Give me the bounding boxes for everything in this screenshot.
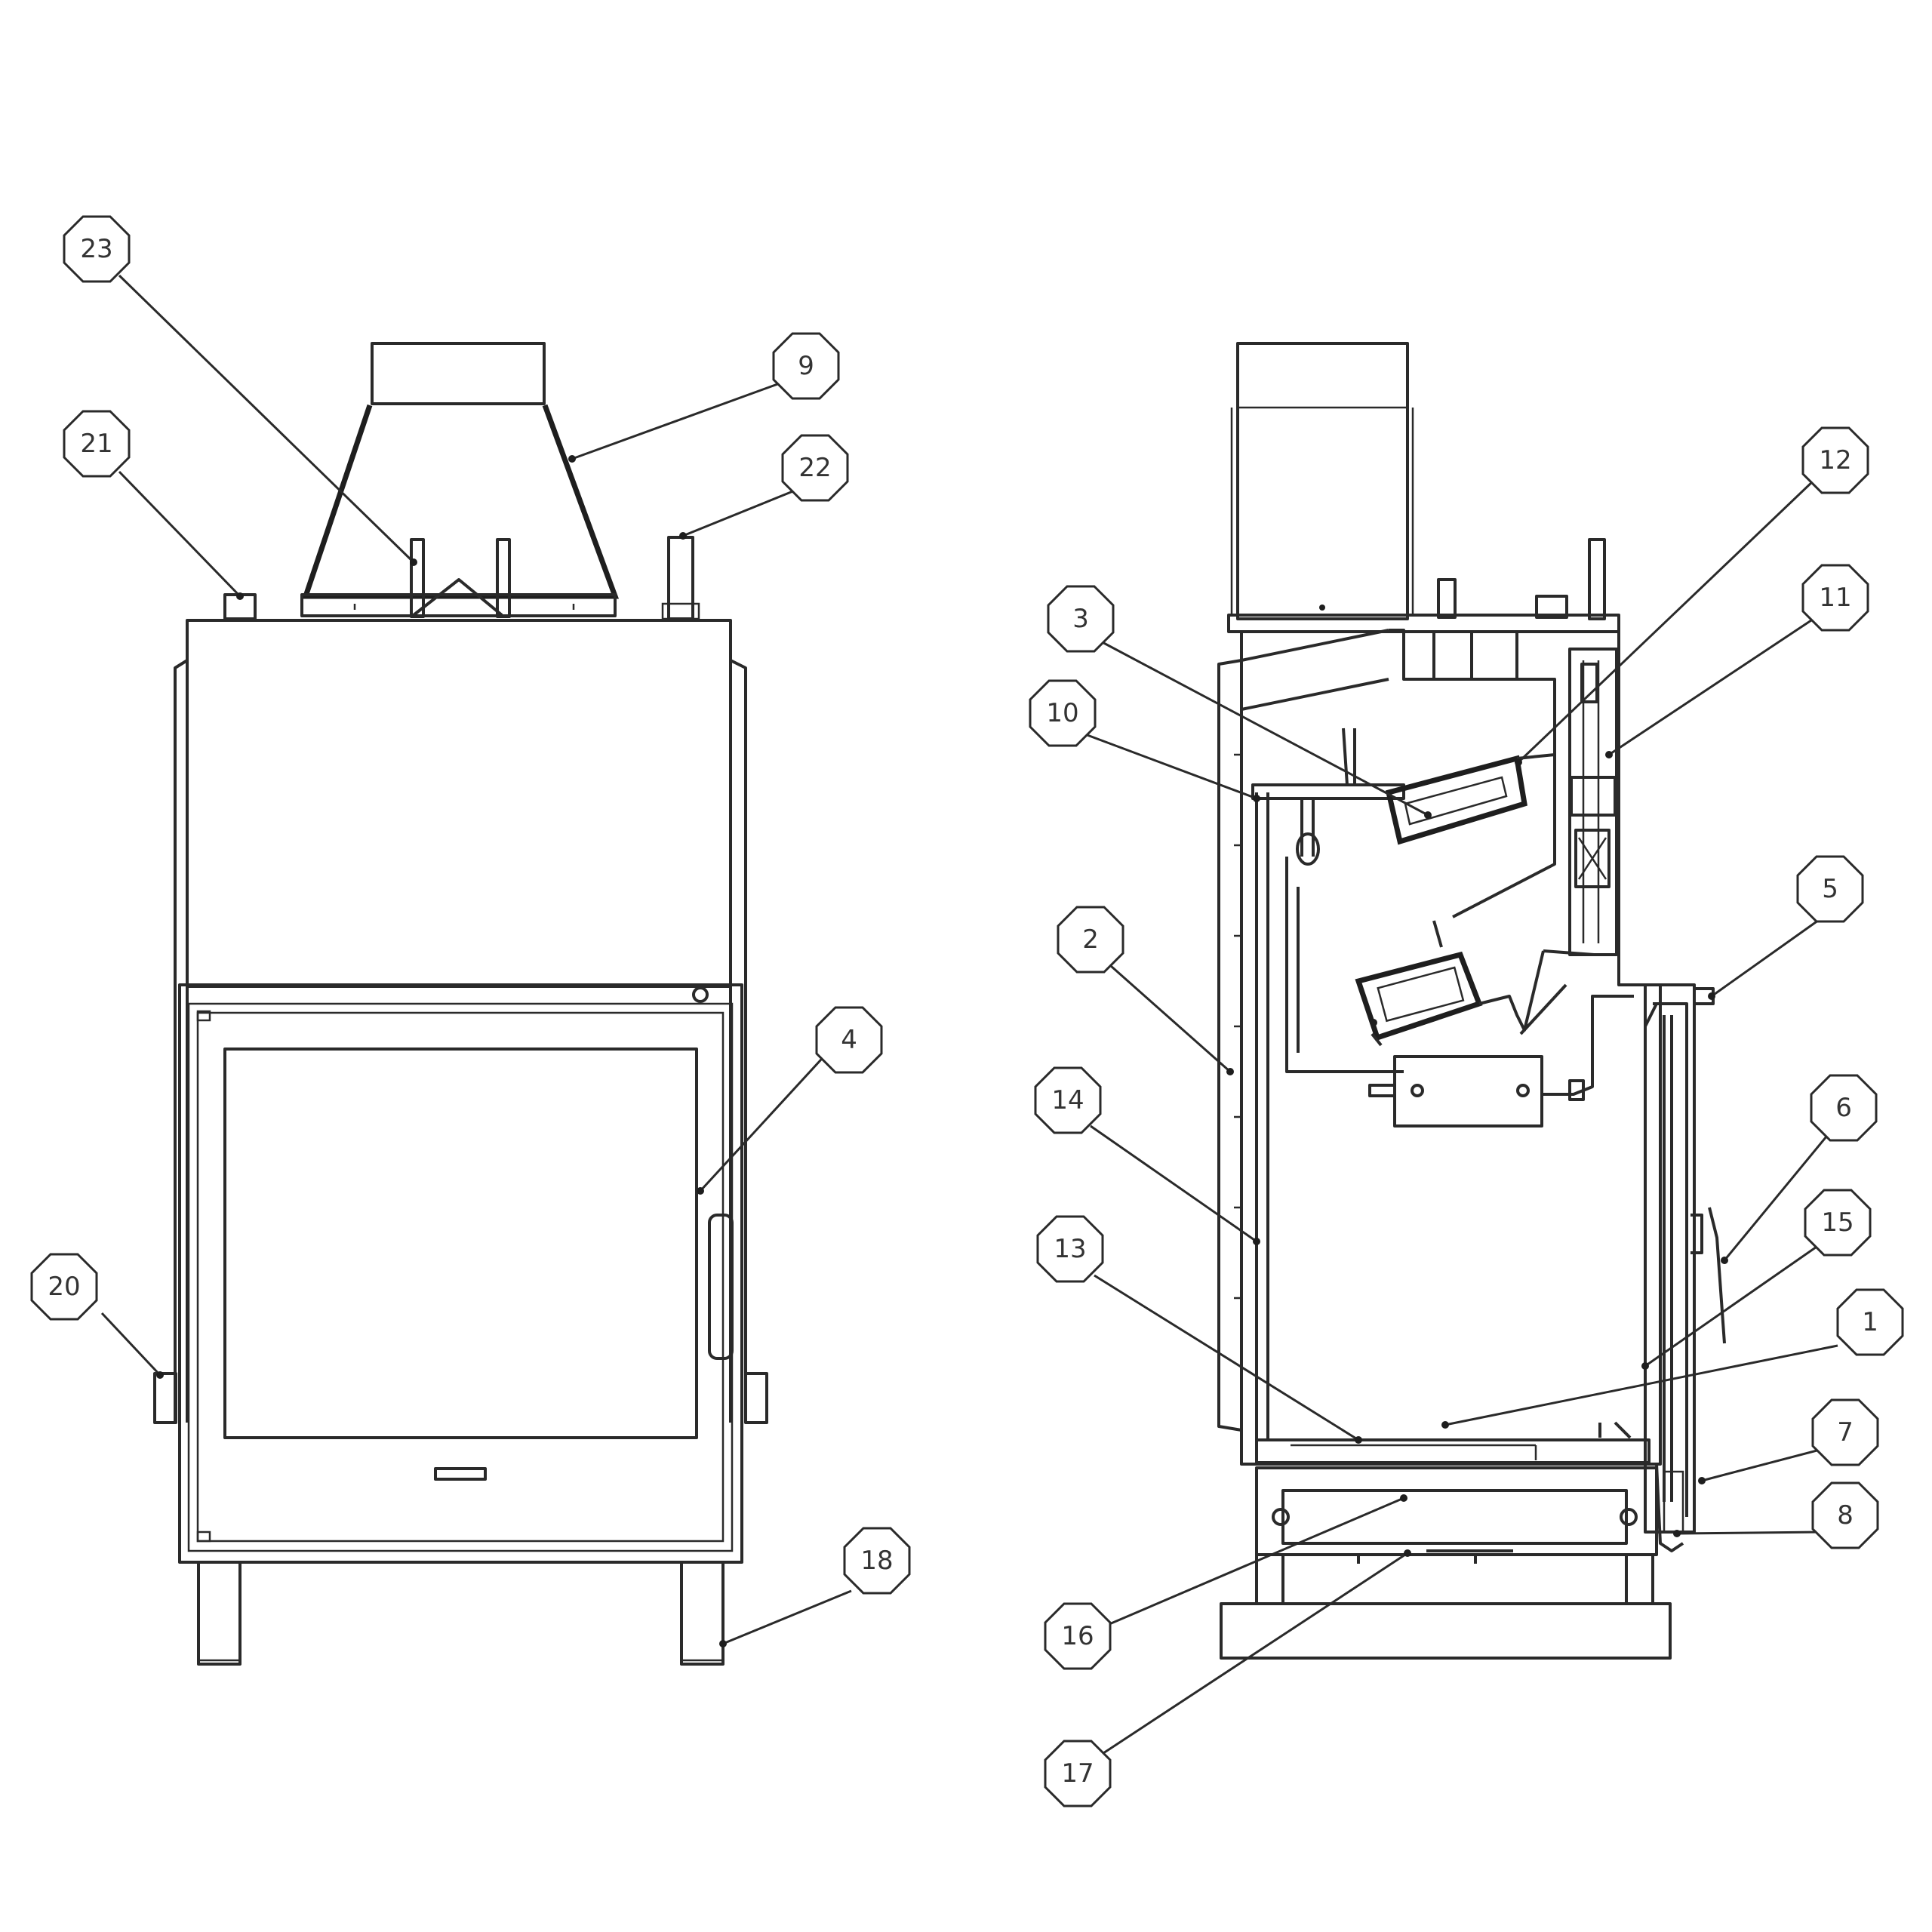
callout-13: 13 (1036, 1215, 1104, 1283)
front-spigot-left (410, 538, 425, 618)
side-ash-drawer (1255, 1466, 1658, 1556)
side-baffle-plate (1251, 783, 1405, 800)
callout-1: 1 (1836, 1288, 1904, 1356)
callout-2: 2 (1057, 906, 1124, 974)
callout-17: 17 (1044, 1740, 1112, 1807)
callout-label: 12 (1819, 445, 1851, 475)
callout-10: 10 (1029, 679, 1097, 747)
side-collector-box (1393, 1055, 1543, 1128)
front-nameplate (434, 1467, 487, 1481)
callout-3: 3 (1047, 585, 1115, 653)
side-section-view (1217, 342, 1726, 1660)
callout-label: 20 (48, 1272, 80, 1302)
front-door-glass (223, 1048, 698, 1439)
callout-label: 6 (1835, 1093, 1852, 1123)
callout-label: 9 (798, 351, 814, 381)
side-door-assembly (1644, 983, 1696, 1534)
side-flue-box (1236, 342, 1409, 620)
side-body-outline (1240, 630, 1662, 1466)
front-leg-left (197, 1561, 242, 1666)
callout-label: 14 (1051, 1085, 1084, 1115)
front-spigot-right (496, 538, 511, 618)
callout-9: 9 (772, 332, 840, 400)
callout-label: 18 (860, 1546, 893, 1576)
callout-5: 5 (1796, 855, 1864, 923)
callout-label: 1 (1862, 1307, 1878, 1337)
callout-label: 3 (1072, 604, 1089, 634)
callout-label: 4 (841, 1025, 857, 1055)
callout-4: 4 (815, 1006, 883, 1074)
callout-11: 11 (1801, 564, 1869, 632)
front-side-rail-left (174, 659, 189, 1423)
callout-21: 21 (63, 410, 131, 478)
side-right-column (1568, 648, 1618, 956)
side-rear-cladding (1217, 659, 1242, 1432)
callout-label: 11 (1819, 583, 1851, 613)
callout-label: 8 (1837, 1500, 1854, 1531)
callout-18: 18 (843, 1527, 911, 1595)
side-heat-exchanger-upper (1385, 755, 1527, 845)
side-grate-bed (1255, 1438, 1651, 1464)
callout-label: 2 (1082, 924, 1099, 955)
callout-label: 17 (1061, 1758, 1094, 1789)
callouts: 23 9 21 22 4 20 18 12 (30, 215, 1904, 1807)
callout-label: 22 (798, 453, 831, 483)
side-body-top (1227, 614, 1620, 633)
side-heat-exchanger-lower (1355, 951, 1483, 1041)
front-leg-right (680, 1561, 724, 1666)
callout-label: 15 (1821, 1208, 1854, 1238)
callout-7: 7 (1811, 1398, 1879, 1466)
callout-6: 6 (1810, 1074, 1878, 1142)
callout-16: 16 (1044, 1602, 1112, 1670)
front-door-frame (178, 983, 743, 1564)
front-side-inlet-left (153, 1372, 177, 1424)
front-zigzag-bracket (412, 578, 503, 617)
front-view (153, 342, 768, 1666)
callout-12: 12 (1801, 426, 1869, 494)
callout-label: 16 (1061, 1621, 1094, 1651)
front-pipe-22 (667, 536, 694, 620)
callout-8: 8 (1811, 1481, 1879, 1549)
front-side-inlet-right (744, 1372, 768, 1424)
callout-15: 15 (1804, 1189, 1872, 1257)
front-door-knob (692, 986, 709, 1003)
front-door-handle (708, 1214, 734, 1360)
callout-label: 13 (1054, 1234, 1086, 1264)
callout-label: 21 (80, 429, 112, 459)
callout-23: 23 (63, 215, 131, 283)
callout-label: 10 (1046, 698, 1078, 728)
side-chamber-wall (1255, 792, 1269, 1441)
callout-20: 20 (30, 1253, 98, 1321)
front-body-upper (186, 619, 732, 988)
side-base-plinth (1220, 1602, 1672, 1660)
front-hood-base-plate (300, 593, 617, 617)
callout-label: 7 (1837, 1417, 1854, 1447)
callout-22: 22 (781, 434, 849, 502)
leader-lines (100, 274, 1838, 1755)
front-flue-collar (371, 342, 546, 405)
callout-label: 5 (1822, 874, 1838, 904)
callout-label: 23 (80, 234, 112, 264)
callout-14: 14 (1034, 1066, 1102, 1134)
